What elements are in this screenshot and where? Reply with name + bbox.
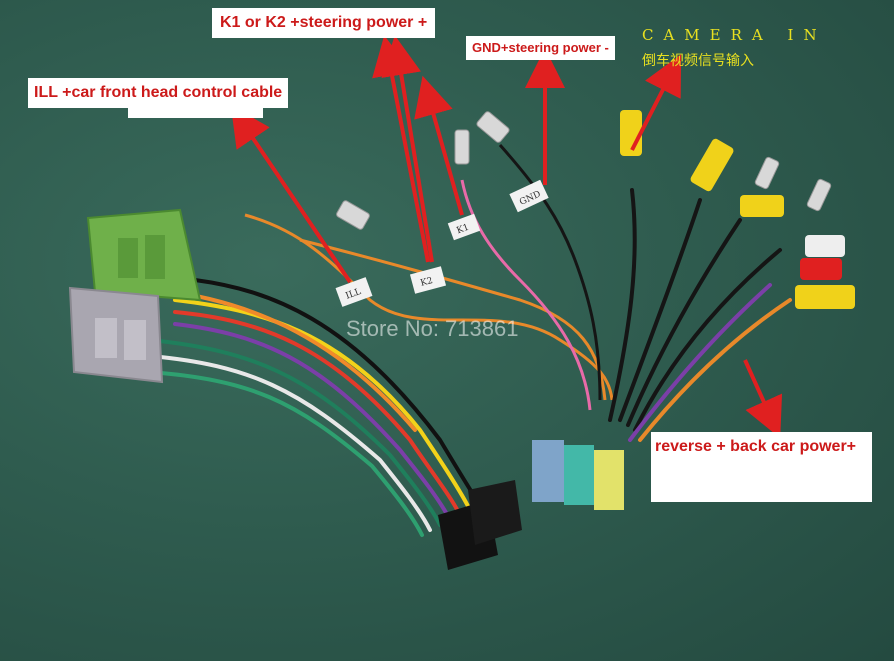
black-gnd-wire: [498, 144, 602, 401]
multicolor-connector: [532, 440, 624, 510]
grey-connector: [68, 286, 164, 384]
tag-k2-text: K2: [419, 276, 434, 289]
orange-wire-2: [299, 238, 607, 401]
label-k1-k2: K1 or K2 +steering power +: [212, 8, 436, 38]
spade-terminals: [336, 111, 832, 230]
orange-wire: [244, 213, 614, 401]
label-reverse: reverse + back car power+: [651, 432, 872, 502]
tag-ill: [335, 277, 373, 307]
tag-ill-text: ILL: [345, 287, 363, 302]
black-connectors: [438, 480, 522, 570]
green-connector: [86, 208, 202, 302]
arrow-k2: [372, 35, 430, 263]
arrow-camera: [630, 54, 682, 151]
tag-k1-text: K1: [455, 223, 470, 237]
tag-k1: [447, 213, 481, 241]
arrow-k1: [414, 75, 464, 216]
label-ill: ILL +car front head control cable: [28, 78, 289, 108]
tag-k2: [409, 266, 447, 294]
tag-gnd: [509, 179, 549, 213]
label-camera-in: CAMERA IN: [642, 26, 827, 44]
right-wire-bundle: [608, 188, 792, 442]
pink-wire: [460, 179, 592, 411]
store-watermark: Store No: 713861: [346, 316, 519, 341]
label-ill-background: [128, 108, 263, 118]
wire-tags: ILL K2 K1 GND: [335, 179, 549, 307]
annotation-arrows: [230, 35, 783, 439]
arrow-reverse: [743, 359, 783, 439]
arrow-k2-b: [381, 35, 434, 263]
label-gnd: GND+steering power -: [466, 36, 615, 60]
arrow-ill: [230, 105, 352, 284]
label-camera-chinese: 倒车视频信号输入: [642, 53, 754, 69]
